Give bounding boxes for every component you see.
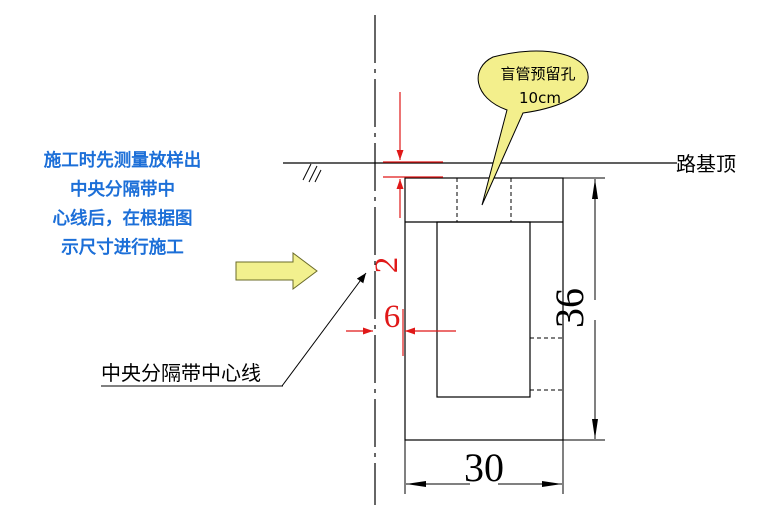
ground-hatch-icon <box>302 163 322 183</box>
construction-note-line-2: 中央分隔带中 <box>70 180 175 200</box>
centerline-leader <box>281 272 367 387</box>
dim-width-label: 30 <box>464 445 504 490</box>
dim-side-offset-label: 6 <box>384 299 401 335</box>
dim-top-offset-label: 2 <box>369 257 405 274</box>
construction-note: 施工时先测量放样出 中央分隔带中 心线后，在根据图 示尺寸进行施工 <box>0 147 245 263</box>
construction-note-line-3: 心线后，在根据图 <box>52 209 193 229</box>
inner-core-outline <box>436 221 531 398</box>
construction-note-line-4: 示尺寸进行施工 <box>61 238 184 258</box>
centerline-label: 中央分隔带中心线 <box>101 361 261 385</box>
road-base-top-label: 路基顶 <box>676 152 736 176</box>
callout-line-2: 10cm <box>519 89 561 107</box>
callout-line-1: 盲管预留孔 <box>500 65 575 83</box>
construction-note-line-1: 施工时先测量放样出 <box>43 151 202 171</box>
callout-bubble <box>477 50 589 206</box>
direction-arrow-icon <box>235 252 318 290</box>
trench-outline <box>404 177 564 441</box>
dim-height-label: 36 <box>547 288 592 328</box>
